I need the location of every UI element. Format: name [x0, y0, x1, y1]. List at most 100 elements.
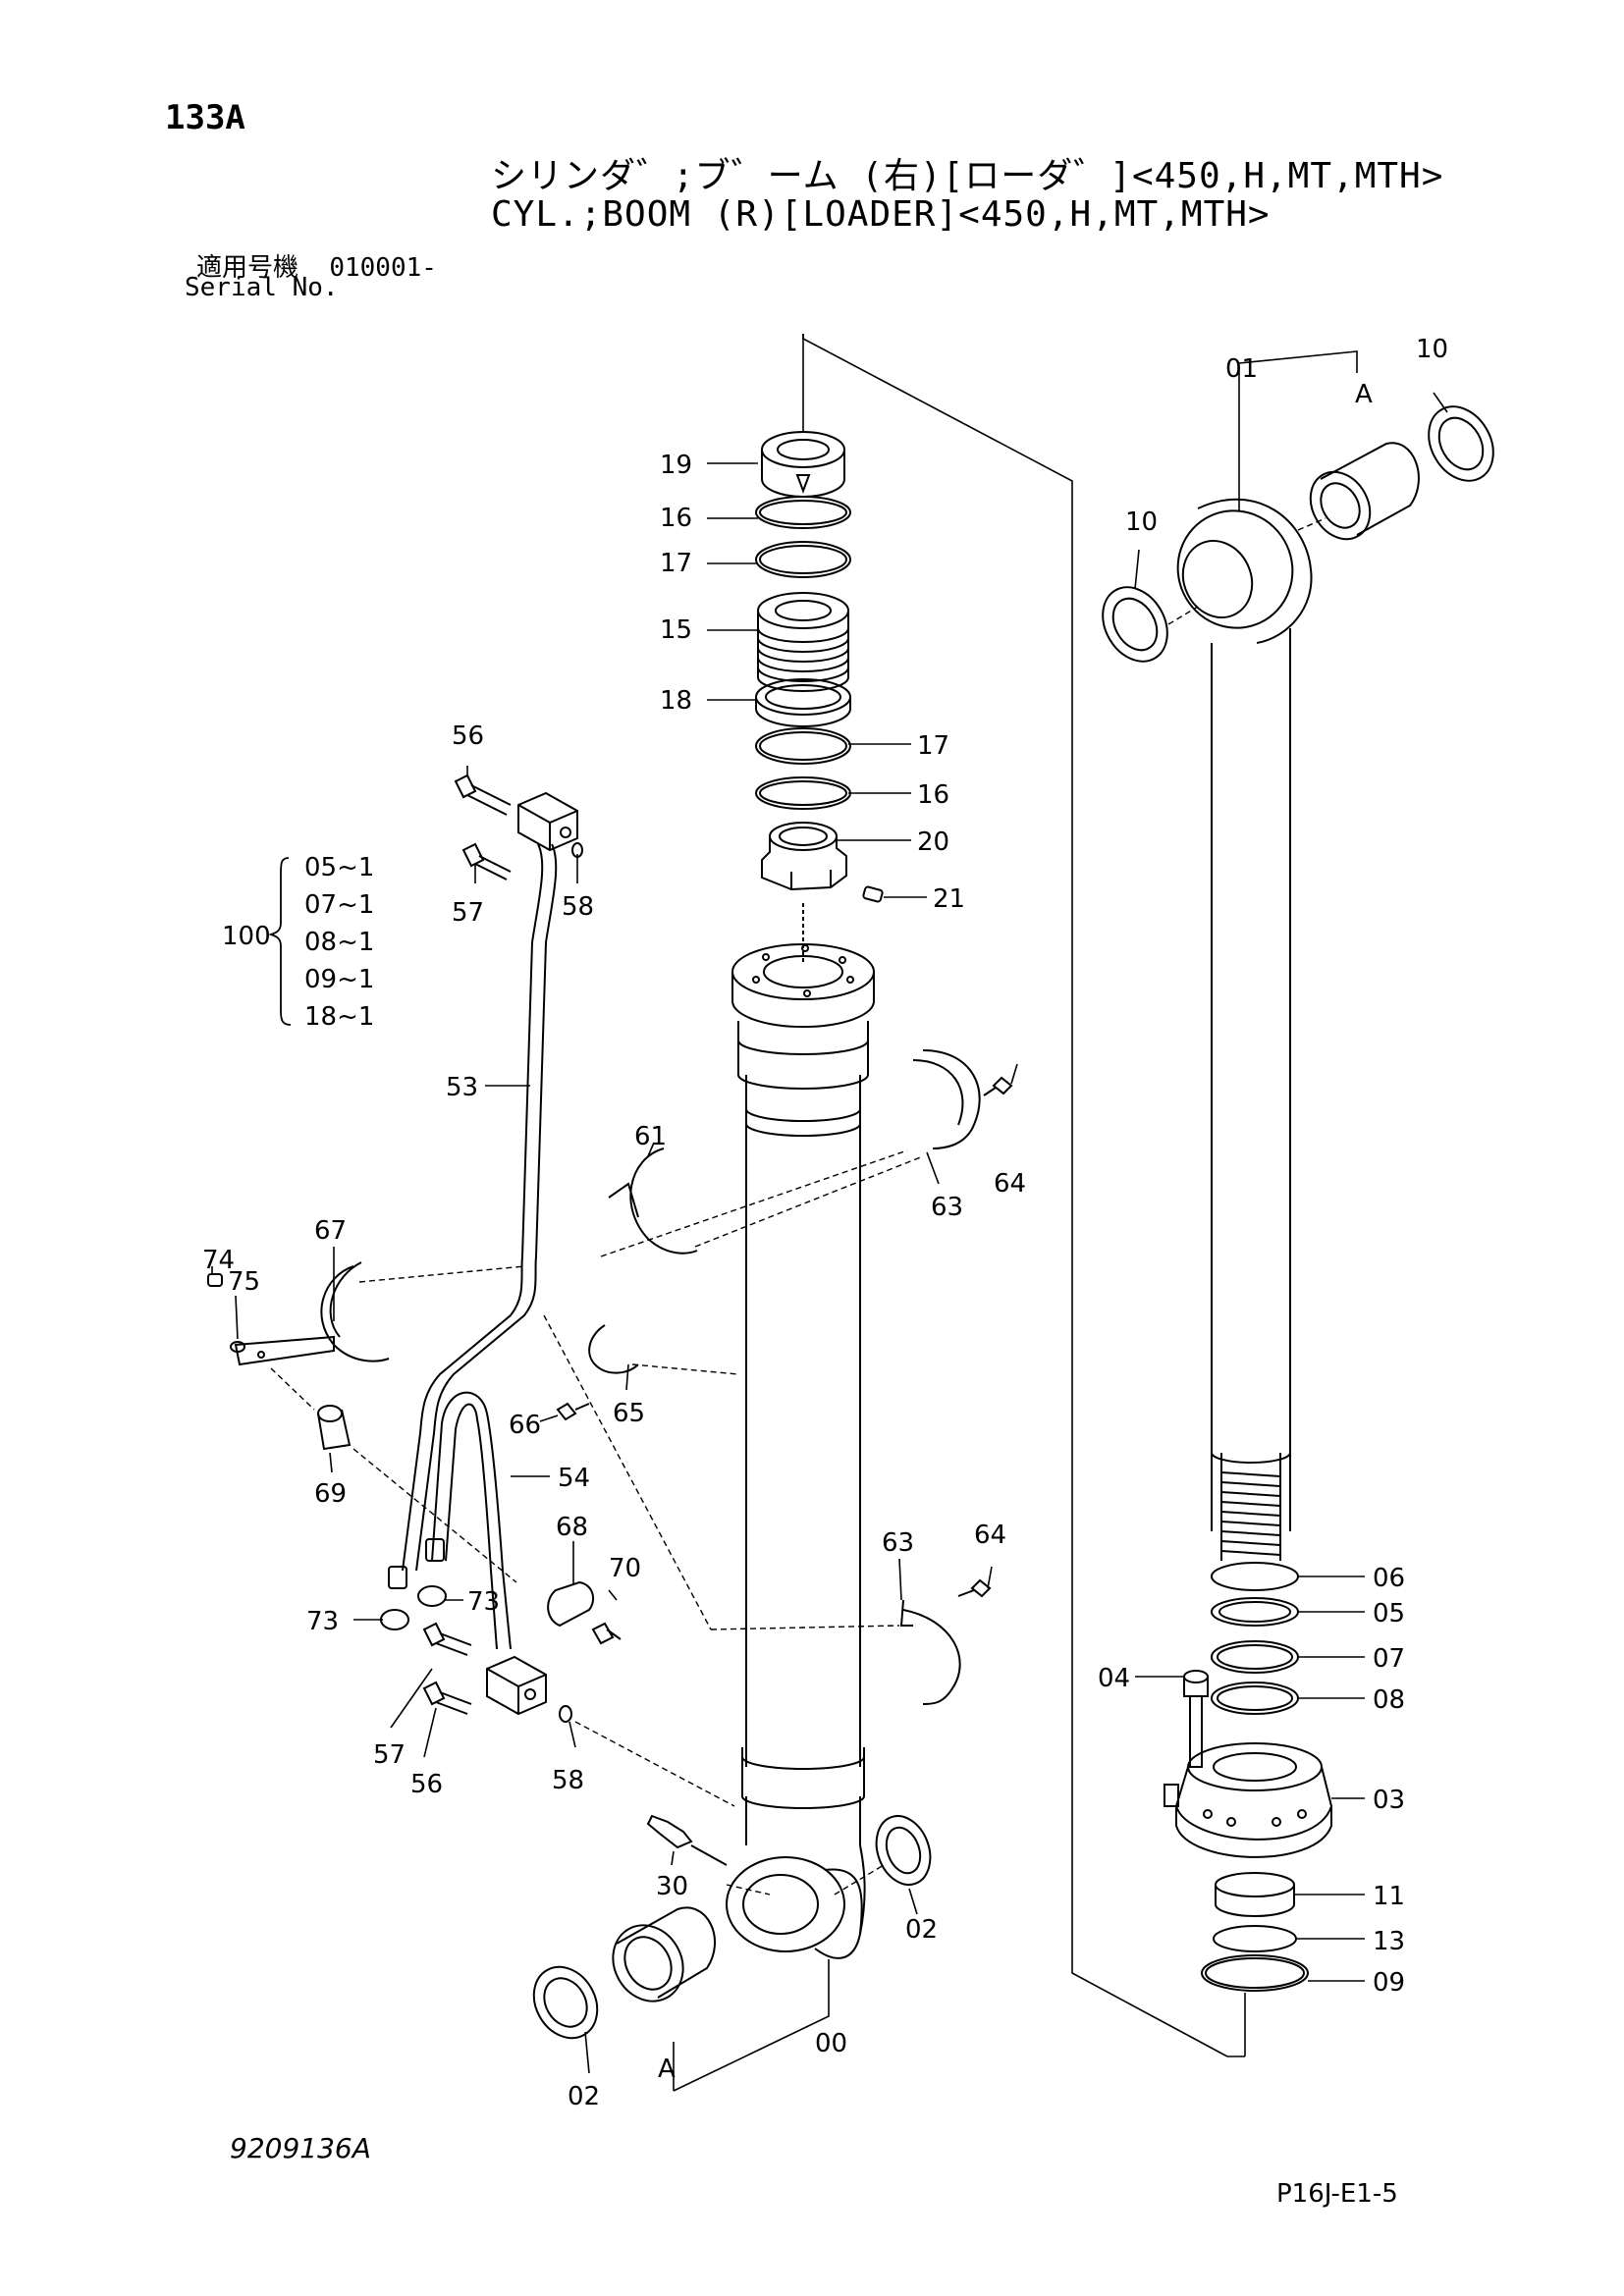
part-58-oring-lower [559, 1705, 572, 1723]
part-70-bolt [591, 1622, 622, 1645]
callout-73-left: 73 [306, 1607, 339, 1636]
callout-64-lower: 64 [974, 1521, 1006, 1550]
callout-69: 69 [314, 1479, 347, 1509]
callout-65: 65 [613, 1399, 645, 1428]
callout-63-upper: 63 [931, 1193, 963, 1222]
callout-63-lower: 63 [882, 1528, 914, 1558]
title-japanese: シリンダ゛;ブ゛ーム (右)[ローダ゛]<450,H,MT,MTH> [491, 156, 1444, 196]
callout-57-lower: 57 [373, 1740, 406, 1770]
part-bushing-a-left [612, 1906, 717, 2002]
callout-01: 01 [1225, 354, 1258, 384]
part-02-seal-right [875, 1815, 932, 1886]
dashed-assembly-lines [270, 517, 1326, 1896]
page-code: 133A [165, 98, 245, 137]
part-20-nut [761, 822, 847, 891]
callout-67: 67 [314, 1216, 347, 1246]
part-18-ring [755, 678, 851, 727]
part-02-seal-left [532, 1965, 599, 2040]
callout-08: 08 [1373, 1685, 1405, 1715]
callout-10-left: 10 [1125, 507, 1158, 537]
callout-07: 07 [1373, 1644, 1405, 1674]
part-53-pipe [402, 843, 558, 1572]
part-21-set-screw [862, 885, 884, 903]
callout-a-left: A [658, 2055, 676, 2084]
callout-00: 00 [815, 2029, 847, 2058]
callout-13: 13 [1373, 1927, 1405, 1956]
callout-02-left: 02 [568, 2082, 600, 2111]
document-id: 9209136A [230, 2132, 371, 2164]
part-57-bolt-upper [461, 842, 512, 881]
callout-02-right: 02 [905, 1915, 938, 1945]
callout-30: 30 [656, 1872, 688, 1901]
callout-54: 54 [558, 1464, 590, 1493]
part-56-bolt-upper [454, 774, 512, 816]
part-56-bolt-lower [422, 1681, 472, 1715]
callout-68: 68 [556, 1513, 588, 1542]
part-75-washer [230, 1341, 245, 1353]
callout-18: 18 [660, 686, 692, 716]
part-06-ring [1211, 1562, 1299, 1591]
callout-16b: 16 [917, 780, 949, 810]
part-16-ring [755, 496, 851, 529]
part-30-grease-fitting [646, 1814, 728, 1866]
part-17-ring [755, 541, 851, 578]
part-09-oring [1201, 1954, 1309, 1992]
part-54-pipe [431, 1391, 512, 1650]
callout-04: 04 [1098, 1664, 1130, 1693]
kit-label: 100 [222, 922, 271, 951]
callout-75: 75 [228, 1267, 260, 1297]
part-pipe-end-fittings [388, 1538, 445, 1589]
callout-17b: 17 [917, 731, 949, 761]
callout-17: 17 [660, 549, 692, 578]
callout-56-lower: 56 [410, 1770, 443, 1799]
callout-73-right: 73 [467, 1587, 500, 1617]
callout-19: 19 [660, 451, 692, 480]
callout-70: 70 [609, 1554, 641, 1583]
page-reference: P16J-E1-5 [1276, 2179, 1398, 2209]
callout-66: 66 [509, 1411, 541, 1440]
part-17b-ring [755, 727, 851, 765]
kit-item-1: 05~1 [304, 853, 374, 882]
callout-16: 16 [660, 504, 692, 533]
kit-item-3: 08~1 [304, 928, 374, 957]
callout-64-upper: 64 [994, 1169, 1026, 1199]
piston-parts-stack [755, 431, 884, 962]
part-73-nut-left [380, 1609, 409, 1630]
part-73-nut-right [417, 1585, 447, 1607]
callout-58-upper: 58 [562, 892, 594, 922]
serial-line-japanese: 適用号機 010001- [196, 247, 437, 284]
part-63-clamp-upper [912, 1049, 981, 1149]
part-19-bushing [761, 431, 845, 498]
serial-label-jp: 適用号機 [196, 253, 299, 283]
kit-item-4: 09~1 [304, 965, 374, 994]
callout-06: 06 [1373, 1564, 1405, 1593]
callout-21: 21 [933, 884, 965, 914]
kit-brace [268, 857, 292, 1026]
callout-56-upper: 56 [452, 721, 484, 751]
part-10-seal-left [1102, 586, 1168, 663]
callout-15: 15 [660, 615, 692, 645]
part-13-ring [1213, 1925, 1297, 1952]
callout-09: 09 [1373, 1968, 1405, 1998]
callout-74: 74 [202, 1246, 235, 1275]
part-bushing-a-right [1309, 442, 1420, 541]
part-65-clamp [588, 1324, 639, 1374]
part-63-clamp-lower [899, 1599, 961, 1705]
part-64-bolt-lower [957, 1578, 992, 1598]
serial-label-english: Serial No. [185, 273, 339, 302]
part-66-bolt [556, 1402, 590, 1421]
part-00-cylinder-tube [726, 943, 875, 1959]
part-03-rod-head [1164, 1742, 1333, 1858]
callout-53: 53 [446, 1073, 478, 1102]
callout-61: 61 [634, 1122, 667, 1151]
callout-58-lower: 58 [552, 1766, 584, 1795]
part-64-bolt-upper [983, 1076, 1013, 1096]
callout-03: 03 [1373, 1786, 1405, 1815]
leader-lines [211, 334, 1448, 2092]
callout-20: 20 [917, 828, 949, 857]
part-61-clamp [608, 1148, 698, 1255]
callout-05: 05 [1373, 1599, 1405, 1629]
part-flange-lower [486, 1655, 547, 1716]
part-10-seal-right [1428, 405, 1494, 482]
